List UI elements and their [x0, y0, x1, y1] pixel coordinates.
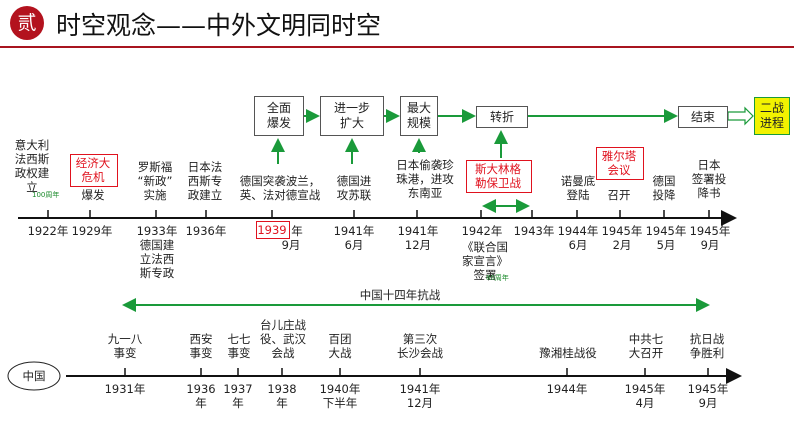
date-1945-2: 1945年 2月: [601, 224, 643, 252]
date-1942: 1942年: [461, 224, 503, 238]
date-1939-year: 年: [291, 224, 303, 238]
anniversary-note-80: 80周年: [486, 274, 509, 282]
date-1945-5: 1945年 5月: [645, 224, 687, 252]
flow-label: 最大 规模: [406, 101, 431, 130]
date-1938: 1938 年: [267, 382, 297, 410]
event-japan-fascism: 日本法 西斯专 政建立: [187, 160, 223, 202]
date-1945-4: 1945年 4月: [624, 382, 666, 410]
flow-box-max-scale: 最大 规模: [400, 96, 438, 136]
date-1937: 1937 年: [223, 382, 253, 410]
hollow-arrow: [727, 106, 754, 126]
section-badge: 贰: [10, 6, 44, 40]
flow-box-turning-point: 转折: [476, 106, 528, 128]
flow-label: 二战 进程: [759, 101, 784, 130]
date-1922: 1922年: [27, 224, 69, 238]
date-1943: 1943年: [513, 224, 555, 238]
title-divider: [0, 46, 794, 48]
date-1931: 1931年: [104, 382, 146, 396]
date-1939: 1939: [257, 223, 287, 237]
event-taierzhuang-wuhan: 台儿庄战 役、武汉 会战: [260, 318, 306, 360]
event-pearl-harbor: 日本偷袭珍 珠港，进攻 东南亚: [396, 158, 454, 200]
event-jul7: 七七 事变: [227, 332, 251, 360]
event-normandy: 诺曼底 登陆: [560, 174, 596, 202]
highlight-box-depression: [70, 154, 118, 187]
date-1944-6: 1944年 6月: [557, 224, 599, 252]
event-invasion-poland: 德国突袭波兰， 英、法对德宣战: [239, 174, 321, 202]
event-victory: 抗日战 争胜利: [689, 332, 725, 360]
event-un-declaration: 《联合国 家宣言》 签署: [462, 240, 508, 282]
flow-box-outbreak: 全面 爆发: [254, 96, 304, 136]
event-yuxianggui: 豫湘桂战役: [539, 346, 597, 360]
china-oval: [7, 361, 61, 391]
china-ticks: [124, 368, 709, 376]
event-stalingrad: 斯大林格 勒保卫战: [475, 162, 521, 190]
date-1945-9-china: 1945年 9月: [687, 382, 729, 410]
event-japan-surrender: 日本 签署投 降书: [691, 158, 727, 200]
date-1936: 1936年: [185, 224, 227, 238]
event-new-deal: 罗斯福 “新政” 实施: [137, 160, 173, 202]
china-label: 中国: [22, 369, 46, 383]
date-1936-china: 1936 年: [186, 382, 216, 410]
date-1939-month: 9月: [281, 238, 301, 252]
flow-label: 全面 爆发: [266, 101, 291, 130]
event-hundred-regiments: 百团 大战: [328, 332, 352, 360]
event-yalta: 雅尔塔 会议: [601, 149, 637, 177]
highlight-box-stalingrad: [466, 160, 532, 193]
event-changsha: 第三次 长沙会战: [397, 332, 443, 360]
date-1941-china: 1941年 12月: [399, 382, 441, 410]
event-italy-fascism: 意大利 法西斯 政权建 立: [14, 138, 50, 194]
event-great-depression: 经济大 危机: [75, 156, 111, 184]
event-held-label: 召开: [607, 188, 631, 202]
flow-box-wwii-process: 二战 进程: [754, 97, 790, 135]
event-outbreak-label: 爆发: [81, 188, 105, 202]
date-1941-12: 1941年 12月: [397, 224, 439, 252]
event-ccp-7th-congress: 中共七 大召开: [628, 332, 664, 360]
date-1944: 1944年: [546, 382, 588, 396]
world-ticks: [47, 210, 710, 218]
event-attack-ussr: 德国进 攻苏联: [336, 174, 372, 202]
flow-box-expand: 进一步 扩大: [320, 96, 384, 136]
highlight-box-1939: [256, 221, 290, 239]
event-xian: 西安 事变: [189, 332, 213, 360]
date-1933: 1933年 德国建 立法西 斯专政: [136, 224, 178, 280]
page-title: 时空观念——中外文明同时空: [56, 11, 382, 40]
flow-label: 转折: [489, 109, 514, 124]
highlight-box-yalta: [596, 147, 644, 180]
flow-arrows: [271, 109, 678, 213]
flow-label: 进一步 扩大: [333, 101, 370, 130]
event-germany-surrender: 德国 投降: [652, 174, 676, 202]
event-sep18: 九一八 事变: [107, 332, 143, 360]
china-fourteen-years-label: 中国十四年抗战: [359, 288, 441, 302]
flow-box-end: 结束: [678, 106, 728, 128]
title-bar: 贰 时空观念——中外文明同时空: [0, 0, 794, 52]
anniversary-note: 100周年: [32, 191, 60, 199]
date-1945-9: 1945年 9月: [689, 224, 731, 252]
date-1929: 1929年: [71, 224, 113, 238]
date-1940: 1940年 下半年: [319, 382, 361, 410]
flow-label: 结束: [690, 109, 715, 124]
date-1941-6: 1941年 6月: [333, 224, 375, 252]
